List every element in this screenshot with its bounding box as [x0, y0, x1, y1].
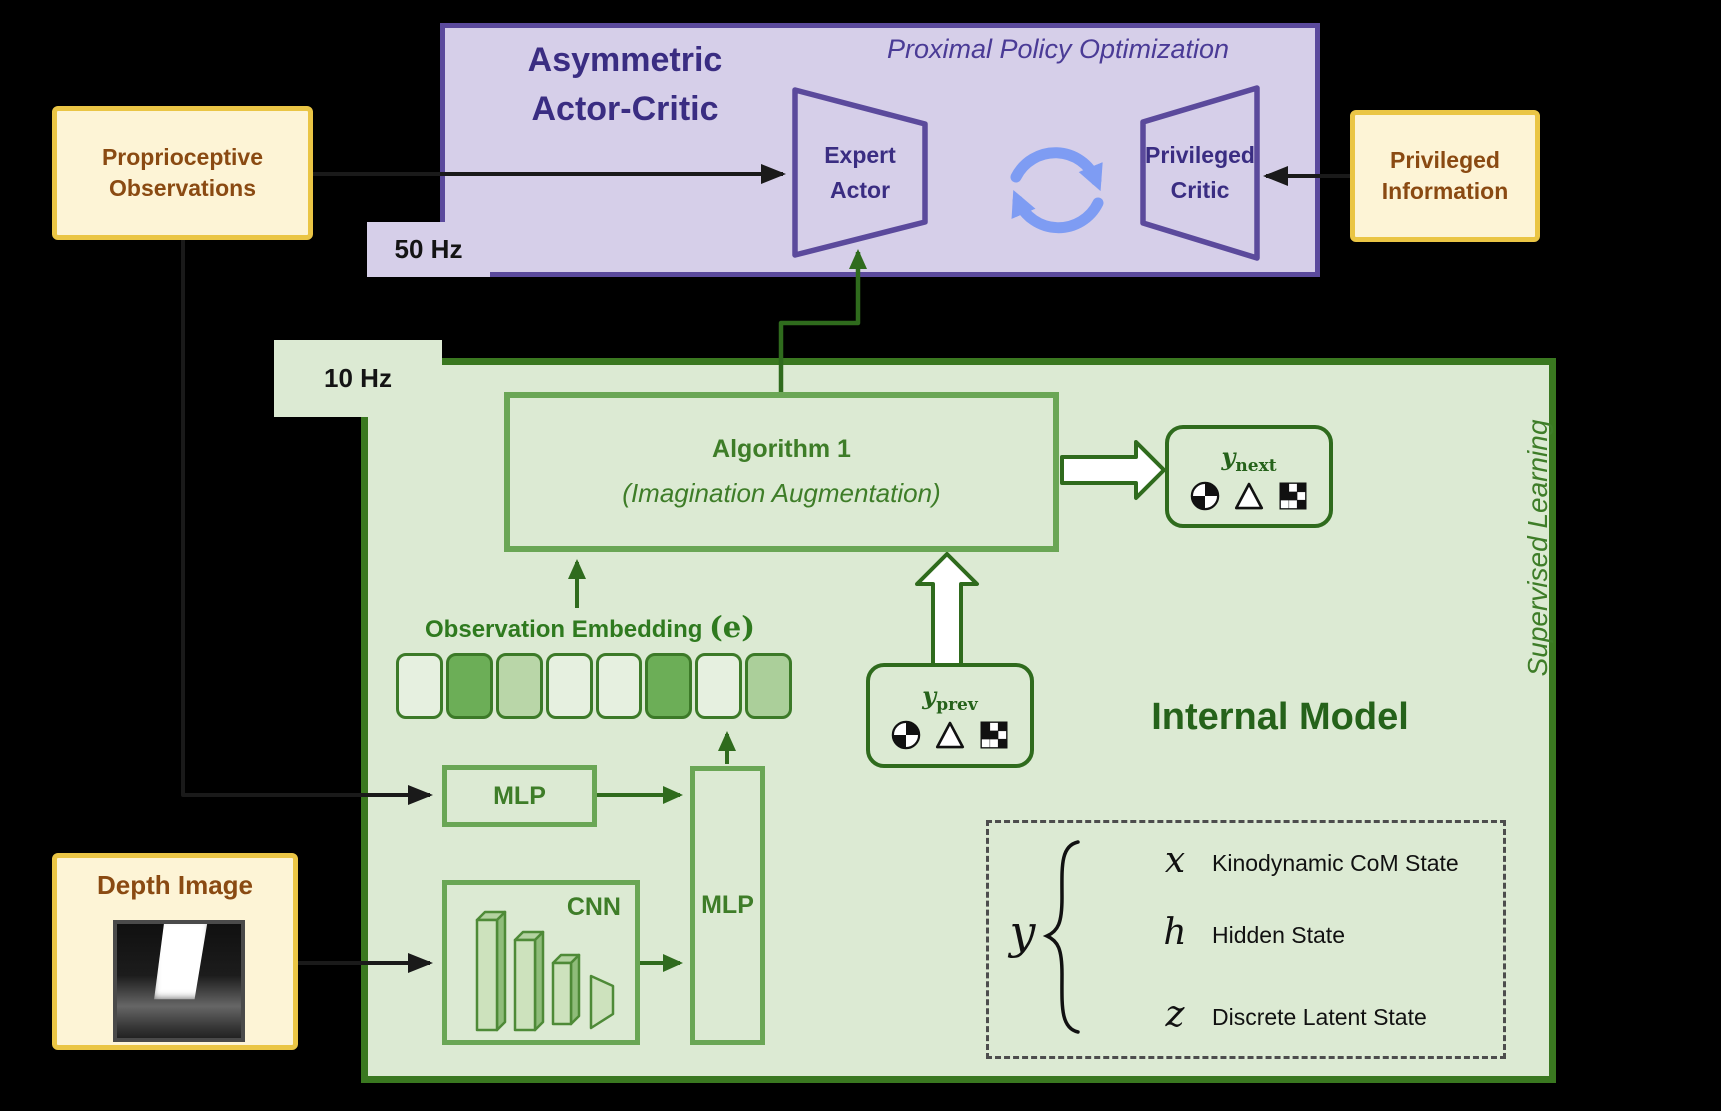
ppo-title-line2: Actor-Critic — [531, 90, 719, 129]
y-prev-icons — [891, 720, 1009, 750]
proprioceptive-observations-label: Proprioceptive Observations — [101, 143, 264, 201]
observation-embedding-symbol: (e) — [709, 610, 755, 644]
algorithm-subtitle: (Imagination Augmentation) — [622, 478, 941, 508]
legend-label-com: Kinodynamic CoM State — [1212, 850, 1459, 876]
depth-image-title: Depth Image — [96, 870, 254, 900]
internal-model-title: Internal Model — [1151, 696, 1409, 738]
y-prev-base: y — [922, 680, 937, 710]
mlp-top-box: MLP — [442, 765, 597, 827]
privileged-information-box: Privileged Information — [1350, 110, 1540, 242]
y-prev-label: yprev — [922, 681, 978, 715]
proprioceptive-observations-box: Proprioceptive Observations — [52, 106, 313, 240]
triangle-icon — [1234, 483, 1264, 510]
depth-image-beam — [154, 924, 209, 1000]
cnn-label: CNN — [566, 893, 621, 921]
mlp-main-label: MLP — [701, 891, 754, 919]
grid-icon — [980, 721, 1008, 749]
embedding-cell — [695, 653, 743, 719]
legend-group-symbol: y — [1009, 905, 1036, 959]
ppo-subtitle: Proximal Policy Optimization — [886, 34, 1230, 64]
embedding-cell — [745, 653, 792, 719]
embedding-cell — [545, 653, 593, 719]
mlp-main-box: MLP — [690, 766, 765, 1045]
y-prev-sub: prev — [936, 694, 978, 715]
y-prev-box: yprev — [866, 663, 1034, 768]
observation-embedding-text: Observation Embedding — [425, 616, 703, 643]
y-next-base: y — [1221, 441, 1236, 471]
ppo-title: Asymmetric Actor-Critic — [455, 36, 795, 135]
com-icon — [1190, 482, 1220, 511]
embedding-cells — [396, 653, 792, 719]
y-next-sub: next — [1235, 455, 1277, 476]
privileged-critic-label: Privileged Critic — [1145, 142, 1255, 203]
algorithm-title: Algorithm 1 — [712, 435, 851, 463]
rate-tag-50hz-label: 50 Hz — [394, 234, 463, 264]
rate-tag-10hz-label: 10 Hz — [324, 363, 392, 393]
grid-icon — [1279, 482, 1307, 510]
legend-symbol-h: h — [1163, 912, 1187, 953]
legend-symbol-x: x — [1164, 840, 1186, 881]
embedding-cell — [645, 653, 693, 719]
ppo-title-line1: Asymmetric — [527, 41, 723, 79]
legend-label-hidden: Hidden State — [1212, 922, 1345, 948]
embedding-cell — [396, 653, 443, 719]
expert-actor-label: Expert Actor — [824, 142, 896, 203]
legend-box — [986, 820, 1506, 1059]
triangle-icon — [935, 722, 965, 749]
embedding-cell — [445, 653, 493, 719]
cnn-box: CNN — [442, 880, 640, 1045]
observation-embedding-label: Observation Embedding (e) — [400, 610, 780, 644]
embedding-cell — [495, 653, 543, 719]
y-next-label: ynext — [1221, 442, 1276, 476]
embedding-cell — [595, 653, 643, 719]
algorithm-box: Algorithm 1 (Imagination Augmentation) — [504, 392, 1059, 552]
legend-label-latent: Discrete Latent State — [1212, 1004, 1427, 1030]
rate-tag-50hz: 50 Hz — [367, 222, 490, 277]
rate-tag-10hz: 10 Hz — [274, 340, 442, 417]
supervised-learning-label: Supervised Learning — [1522, 419, 1553, 677]
com-icon — [891, 721, 921, 750]
depth-image-box: Depth Image — [52, 853, 298, 1050]
privileged-information-label: Privileged Information — [1381, 146, 1509, 204]
cnn-layers-icon — [475, 910, 615, 1032]
depth-image-thumbnail — [113, 920, 245, 1042]
y-next-icons — [1190, 481, 1308, 511]
mlp-top-label: MLP — [493, 781, 546, 810]
legend-symbol-z: z — [1165, 994, 1185, 1035]
y-next-box: ynext — [1165, 425, 1333, 528]
